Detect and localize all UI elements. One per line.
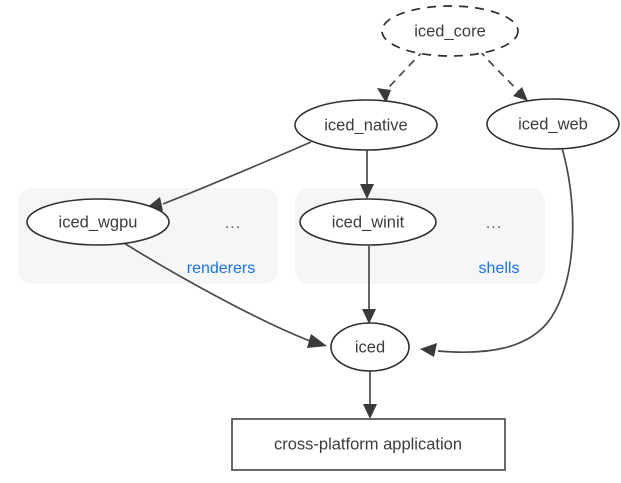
edge-iced-core-to-iced-web: [478, 49, 528, 101]
node-iced-web[interactable]: iced_web: [486, 98, 620, 150]
node-iced-web-shape[interactable]: [486, 98, 620, 150]
node-cross-platform-application-shape[interactable]: [231, 418, 506, 471]
node-cross-platform-application-label: cross-platform application: [274, 435, 462, 453]
edge-iced-web-to-iced: [420, 147, 574, 357]
cluster-shells-label: shells: [479, 260, 520, 277]
node-iced-wgpu[interactable]: iced_wgpu: [26, 198, 170, 246]
node-iced-winit-shape[interactable]: [299, 198, 437, 246]
edge-iced-native-to-iced-winit: [360, 149, 374, 199]
node-iced-core[interactable]: iced_core: [381, 5, 519, 57]
edge-iced-to-application: [363, 371, 377, 419]
node-cross-platform-application[interactable]: cross-platform application: [231, 418, 506, 471]
edge-iced-winit-to-iced: [362, 246, 376, 324]
node-iced-shape[interactable]: [330, 322, 410, 372]
node-iced-wgpu-shape[interactable]: [26, 198, 170, 246]
cluster-renderers-label: renderers: [187, 260, 255, 277]
node-iced-core-shape[interactable]: [381, 5, 519, 57]
cluster-shells-ellipsis: ...: [486, 215, 502, 232]
node-iced-native-shape[interactable]: [294, 99, 438, 151]
node-iced-native[interactable]: iced_native: [294, 99, 438, 151]
edge-iced-core-to-iced-native: [377, 49, 425, 103]
node-iced-winit[interactable]: iced_winit: [299, 198, 437, 246]
node-iced[interactable]: iced: [330, 322, 410, 372]
edge-iced-wgpu-to-iced: [123, 242, 327, 348]
cluster-renderers-ellipsis: ...: [225, 215, 241, 232]
